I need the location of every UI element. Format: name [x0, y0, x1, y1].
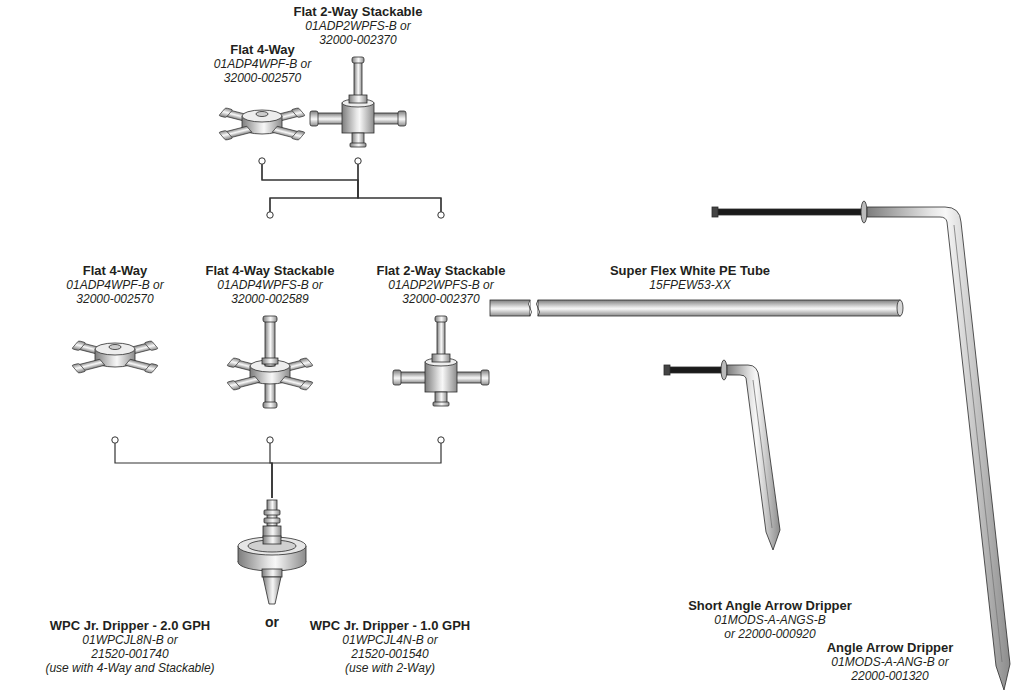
connector-line [272, 440, 441, 498]
part-name: Flat 4-Way [45, 263, 185, 278]
part-number: 01MODS-A-ANGS-B or 22000-000920 [708, 613, 833, 641]
wpc-jr-dripper [238, 500, 306, 604]
wpc-jr-dripper [264, 518, 280, 523]
wpc-jr-dripper [306, 546, 307, 562]
pe-tube [529, 300, 532, 316]
part-number: 01WPCJL8N-B or 21520-001740 [68, 633, 193, 661]
part-name: Flat 2-Way Stackable [366, 263, 516, 278]
part-number: 01ADP2WPFS-B or 32000-002370 [296, 19, 421, 47]
connection-dots [259, 158, 265, 164]
connection-dots [112, 437, 118, 443]
part-label: Angle Arrow Dripper01MODS-A-ANG-B or 220… [795, 640, 985, 685]
part-label: Super Flex White PE Tube15FPEW53-XX [600, 263, 780, 294]
short-angle-arrow-dripper [753, 380, 772, 528]
pe-tube [538, 300, 900, 316]
part-number: 15FPEW53-XX [628, 278, 753, 292]
part-number: 01MODS-A-ANG-B or 22000-001320 [828, 655, 953, 683]
part-label: Flat 4-Way Stackable01ADP4WPFS-B or 3200… [195, 215, 345, 440]
part-number: 01WPCJL4N-B or 21520-001540 [328, 633, 453, 661]
part-name: WPC Jr. Dripper - 2.0 GPH [40, 618, 220, 633]
part-name: Super Flex White PE Tube [600, 263, 780, 278]
or-label: or [260, 614, 284, 630]
part-name: Flat 4-Way [190, 42, 335, 57]
wpc-jr-dripper [263, 536, 281, 544]
part-name: WPC Jr. Dripper - 1.0 GPH [300, 618, 480, 633]
part-name: Flat 2-Way Stackable [283, 4, 433, 19]
part-number: (use with 2-Way) [300, 661, 480, 675]
connection-dots [355, 158, 361, 164]
pe-tube [490, 300, 530, 316]
connection-dots [267, 437, 273, 443]
part-number: 01ADP4WPF-B or 32000-002570 [53, 278, 178, 306]
label-column: WPC Jr. Dripper - 1.0 GPH01WPCJL4N-B or … [300, 618, 480, 675]
short-angle-arrow-dripper [664, 360, 780, 550]
connector-line [115, 440, 272, 498]
short-angle-arrow-dripper [668, 367, 722, 373]
flat-2-way-stackable-fitting [310, 57, 406, 147]
connection-dots [438, 437, 444, 443]
connector-line [262, 161, 441, 215]
short-angle-arrow-dripper [721, 360, 727, 380]
wpc-jr-dripper [264, 510, 280, 515]
part-label: Short Angle Arrow Dripper01MODS-A-ANGS-B… [670, 598, 870, 643]
part-number: (use with 4-Way and Stackable) [40, 661, 220, 675]
wpc-jr-dripper [238, 546, 239, 562]
angle-arrow-dripper [712, 207, 718, 217]
part-number: 01ADP4WPF-B or 32000-002570 [200, 57, 325, 85]
pe-tube [537, 300, 540, 316]
connection-dots [438, 212, 444, 218]
part-number: 01ADP2WPFS-B or 32000-002370 [379, 278, 504, 306]
short-angle-arrow-dripper [664, 365, 670, 375]
wpc-jr-dripper [263, 577, 281, 604]
part-name: Angle Arrow Dripper [795, 640, 985, 655]
connector-line [358, 161, 441, 215]
part-label: Flat 2-Way Stackable01ADP2WPFS-B or 3200… [366, 215, 516, 440]
part-number: 01ADP4WPFS-B or 32000-002589 [208, 278, 333, 306]
angle-arrow-dripper [716, 209, 862, 215]
connection-dots [112, 158, 444, 443]
label-column: WPC Jr. Dripper - 2.0 GPH01WPCJL8N-B or … [40, 618, 220, 675]
flat-4-way-fitting [72, 341, 159, 373]
part-name: Flat 4-Way Stackable [195, 263, 345, 278]
flat-4-way-stackable-fitting [227, 316, 314, 408]
connector-line [270, 161, 358, 215]
short-angle-arrow-dripper [727, 365, 780, 550]
wpc-jr-dripper [262, 569, 282, 577]
part-label: Flat 4-Way01ADP4WPF-B or 32000-002570 [45, 263, 185, 440]
wpc-jr-dripper [238, 537, 306, 555]
angle-arrow-dripper [861, 201, 867, 223]
angle-arrow-dripper [954, 225, 1002, 662]
pe-tube [897, 300, 903, 316]
flat-4-way-fitting [219, 108, 306, 140]
flat-2-way-stackable-fitting [393, 316, 489, 406]
connector-line [262, 161, 358, 215]
part-label: Flat 2-Way Stackable01ADP2WPFS-B or 3200… [283, 4, 433, 161]
pe-tube [490, 300, 903, 316]
part-label: WPC Jr. Dripper - 2.0 GPH01WPCJL8N-B or … [40, 498, 480, 692]
angle-arrow-dripper [867, 207, 1010, 690]
connection-dots [267, 212, 273, 218]
part-name: Short Angle Arrow Dripper [670, 598, 870, 613]
part-label: Flat 4-Way01ADP4WPF-B or 32000-002570 [190, 42, 335, 161]
